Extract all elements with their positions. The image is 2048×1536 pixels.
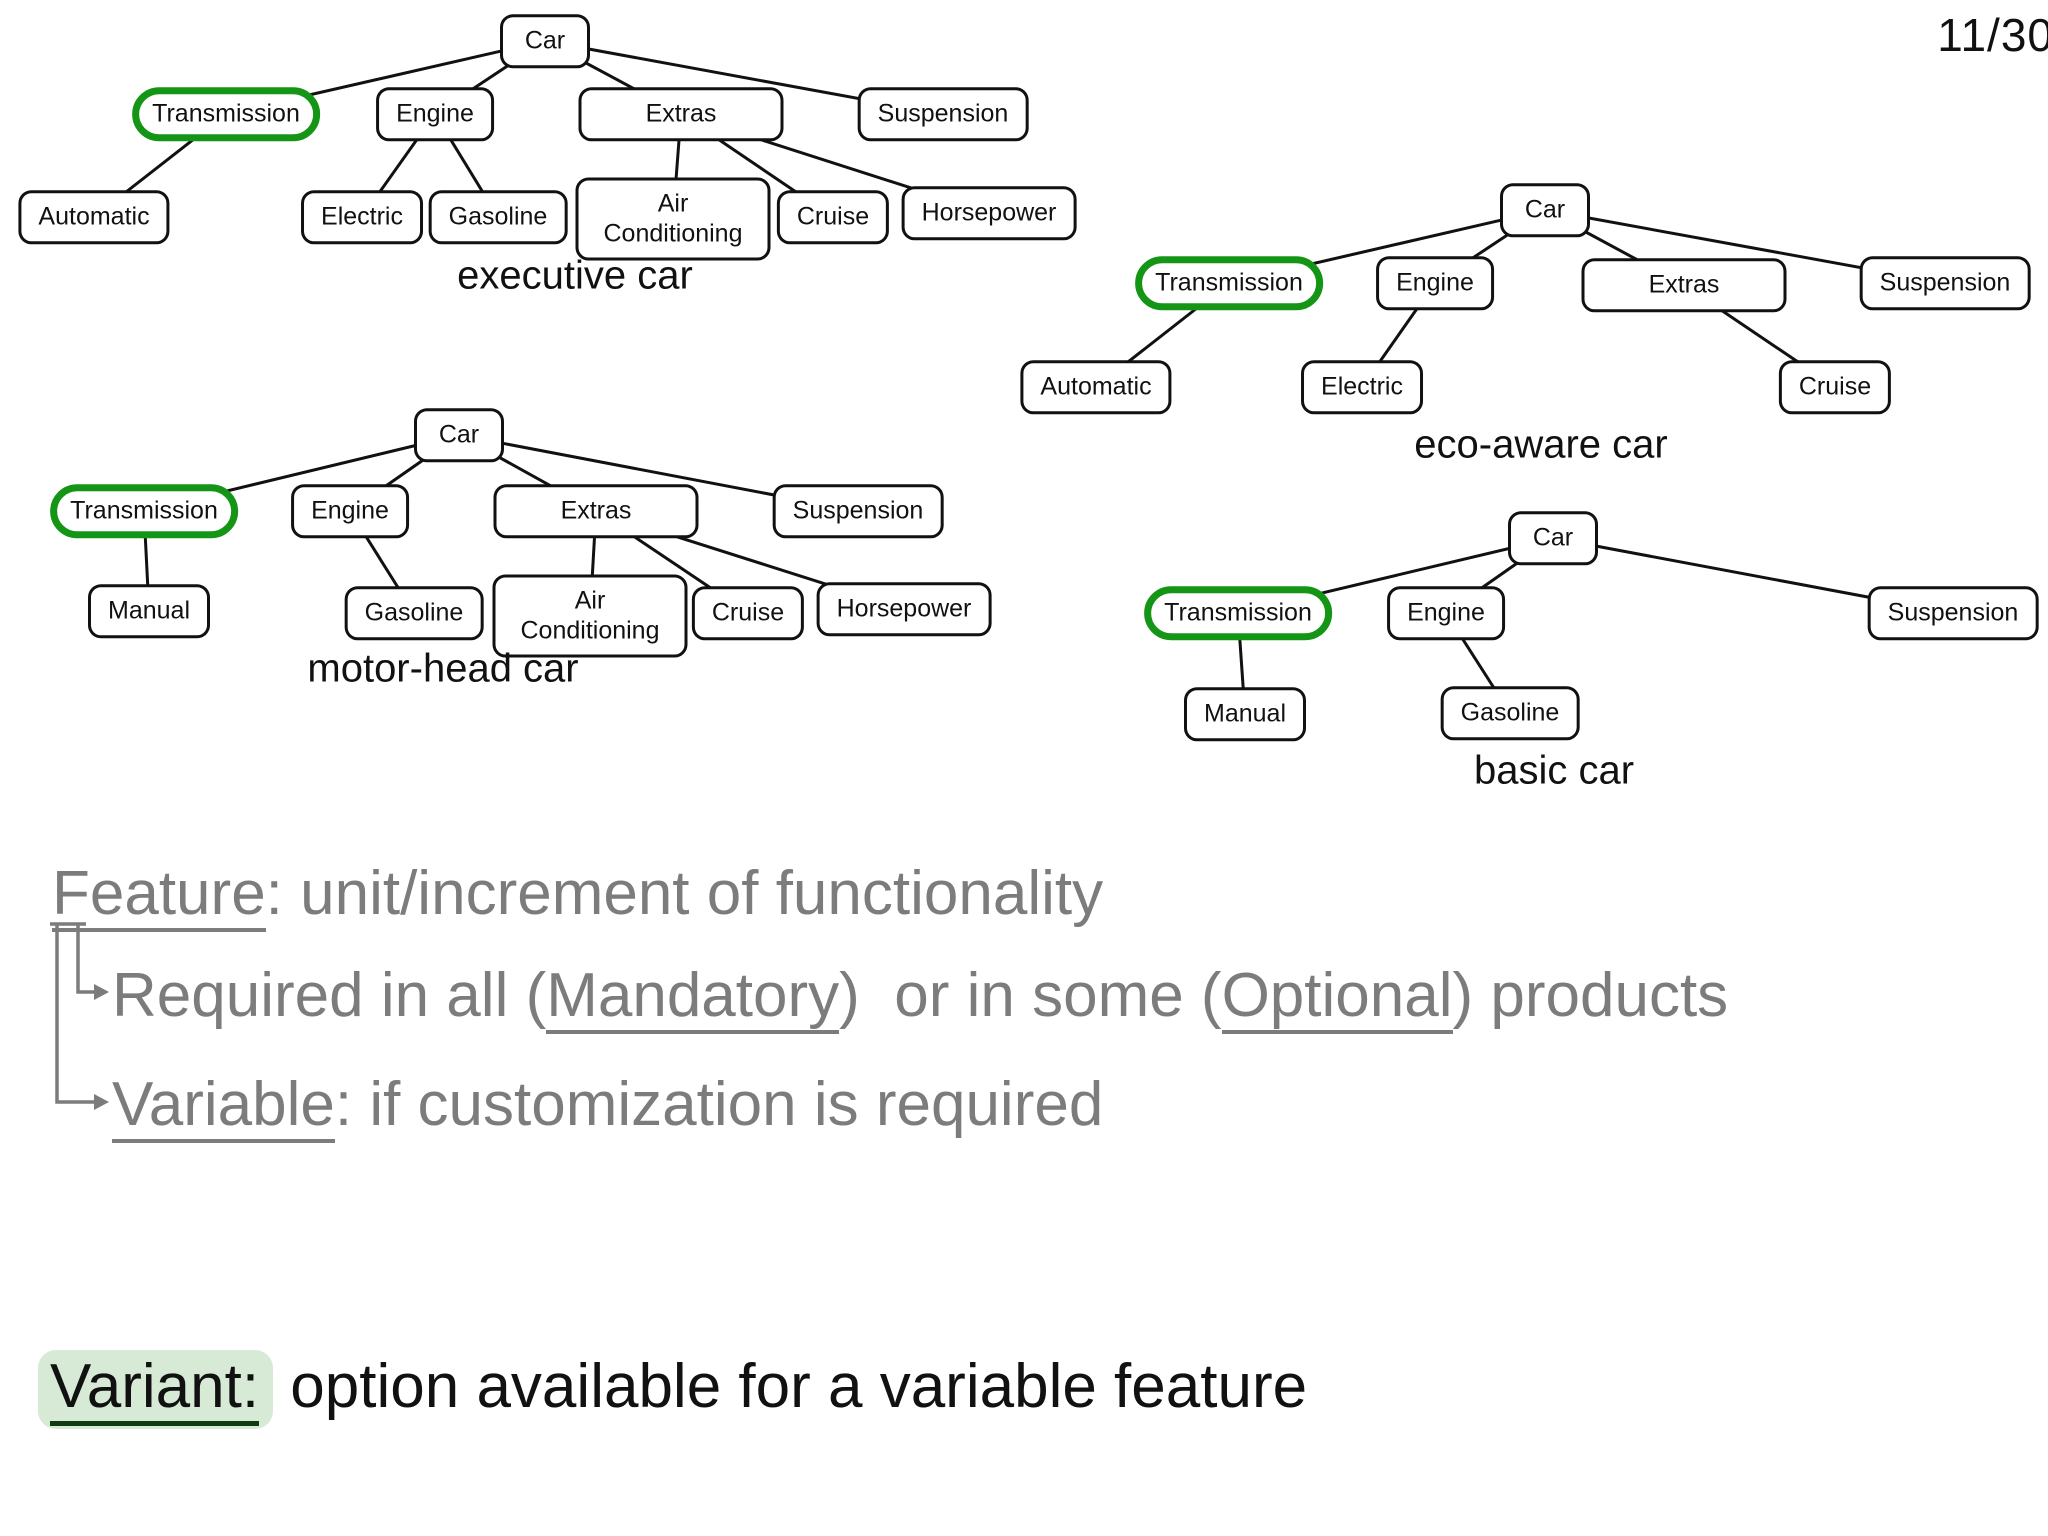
tree-label-basic: basic car <box>1473 748 1635 793</box>
feature-node-executive-air: Air Conditioning <box>575 177 771 261</box>
variable-arrow-head <box>94 1094 109 1110</box>
feature-node-eco-suspension: Suspension <box>1859 256 2031 310</box>
feature-node-motor-car: Car <box>414 408 504 462</box>
feature-definition-line: Feature: unit/increment of functionality <box>52 855 1103 933</box>
feature-node-executive-extras: Extras <box>578 87 784 141</box>
feature-node-executive-transmission: Transmission <box>132 87 320 141</box>
feature-node-eco-cruise: Cruise <box>1778 360 1892 414</box>
required-mid-text: ) or in some ( <box>839 961 1222 1030</box>
feature-node-executive-horsepower: Horsepower <box>901 186 1077 240</box>
feature-node-executive-car: Car <box>500 14 590 68</box>
feature-node-executive-engine: Engine <box>376 87 494 141</box>
required-pre-text: Required in all ( <box>112 961 547 1030</box>
feature-to-variable-connector <box>55 924 94 1104</box>
feature-node-executive-electric: Electric <box>301 190 423 244</box>
variant-definition-line: Variant: option available for a variable… <box>38 1348 1308 1429</box>
feature-node-basic-transmission: Transmission <box>1144 586 1332 640</box>
feature-node-basic-engine: Engine <box>1387 586 1505 640</box>
feature-node-eco-extras: Extras <box>1581 258 1787 312</box>
required-post-text: ) products <box>1452 961 1729 1030</box>
variant-definition-text: option available for a variable feature <box>273 1352 1308 1421</box>
feature-node-motor-manual: Manual <box>88 584 210 638</box>
feature-to-required-connector <box>76 924 94 994</box>
variable-term: Variable <box>112 1070 335 1143</box>
variant-term-highlight: Variant: <box>38 1350 274 1429</box>
feature-node-eco-transmission: Transmission <box>1135 256 1323 310</box>
feature-node-basic-gasoline: Gasoline <box>1440 686 1580 740</box>
mandatory-optional-line: Required in all (Mandatory) or in some (… <box>112 957 1728 1035</box>
feature-node-executive-cruise: Cruise <box>776 190 890 244</box>
feature-node-eco-automatic: Automatic <box>1020 360 1172 414</box>
feature-node-eco-car: Car <box>1500 183 1590 237</box>
feature-node-basic-car: Car <box>1508 511 1598 565</box>
feature-node-executive-suspension: Suspension <box>857 87 1029 141</box>
variable-definition-text: : if customization is required <box>334 1070 1104 1139</box>
feature-node-executive-automatic: Automatic <box>18 190 170 244</box>
mandatory-term: Mandatory <box>546 961 840 1034</box>
feature-node-eco-engine: Engine <box>1376 256 1494 310</box>
feature-node-motor-extras: Extras <box>493 484 699 538</box>
tree-label-motor: motor-head car <box>307 646 579 691</box>
feature-node-basic-suspension: Suspension <box>1867 586 2039 640</box>
feature-term: Feature <box>52 859 266 932</box>
feature-node-motor-transmission: Transmission <box>50 484 238 538</box>
feature-definition-text: : unit/increment of functionality <box>265 859 1104 928</box>
feature-node-basic-manual: Manual <box>1184 687 1306 741</box>
feature-node-motor-gasoline: Gasoline <box>344 586 484 640</box>
feature-node-motor-cruise: Cruise <box>691 586 805 640</box>
optional-term: Optional <box>1221 961 1453 1034</box>
variant-term: Variant: <box>50 1352 260 1426</box>
feature-node-motor-horsepower: Horsepower <box>816 582 992 636</box>
feature-node-motor-suspension: Suspension <box>772 484 944 538</box>
required-arrow-head <box>94 984 109 1000</box>
feature-node-motor-air: Air Conditioning <box>492 574 688 658</box>
feature-node-executive-gasoline: Gasoline <box>428 190 568 244</box>
tree-label-eco: eco-aware car <box>1414 422 1668 467</box>
feature-node-motor-engine: Engine <box>291 484 409 538</box>
slide-number: 11/30 <box>1937 9 2048 61</box>
feature-node-eco-electric: Electric <box>1301 360 1423 414</box>
tree-label-executive: executive car <box>457 253 693 298</box>
variable-definition-line: Variable: if customization is required <box>112 1066 1103 1144</box>
